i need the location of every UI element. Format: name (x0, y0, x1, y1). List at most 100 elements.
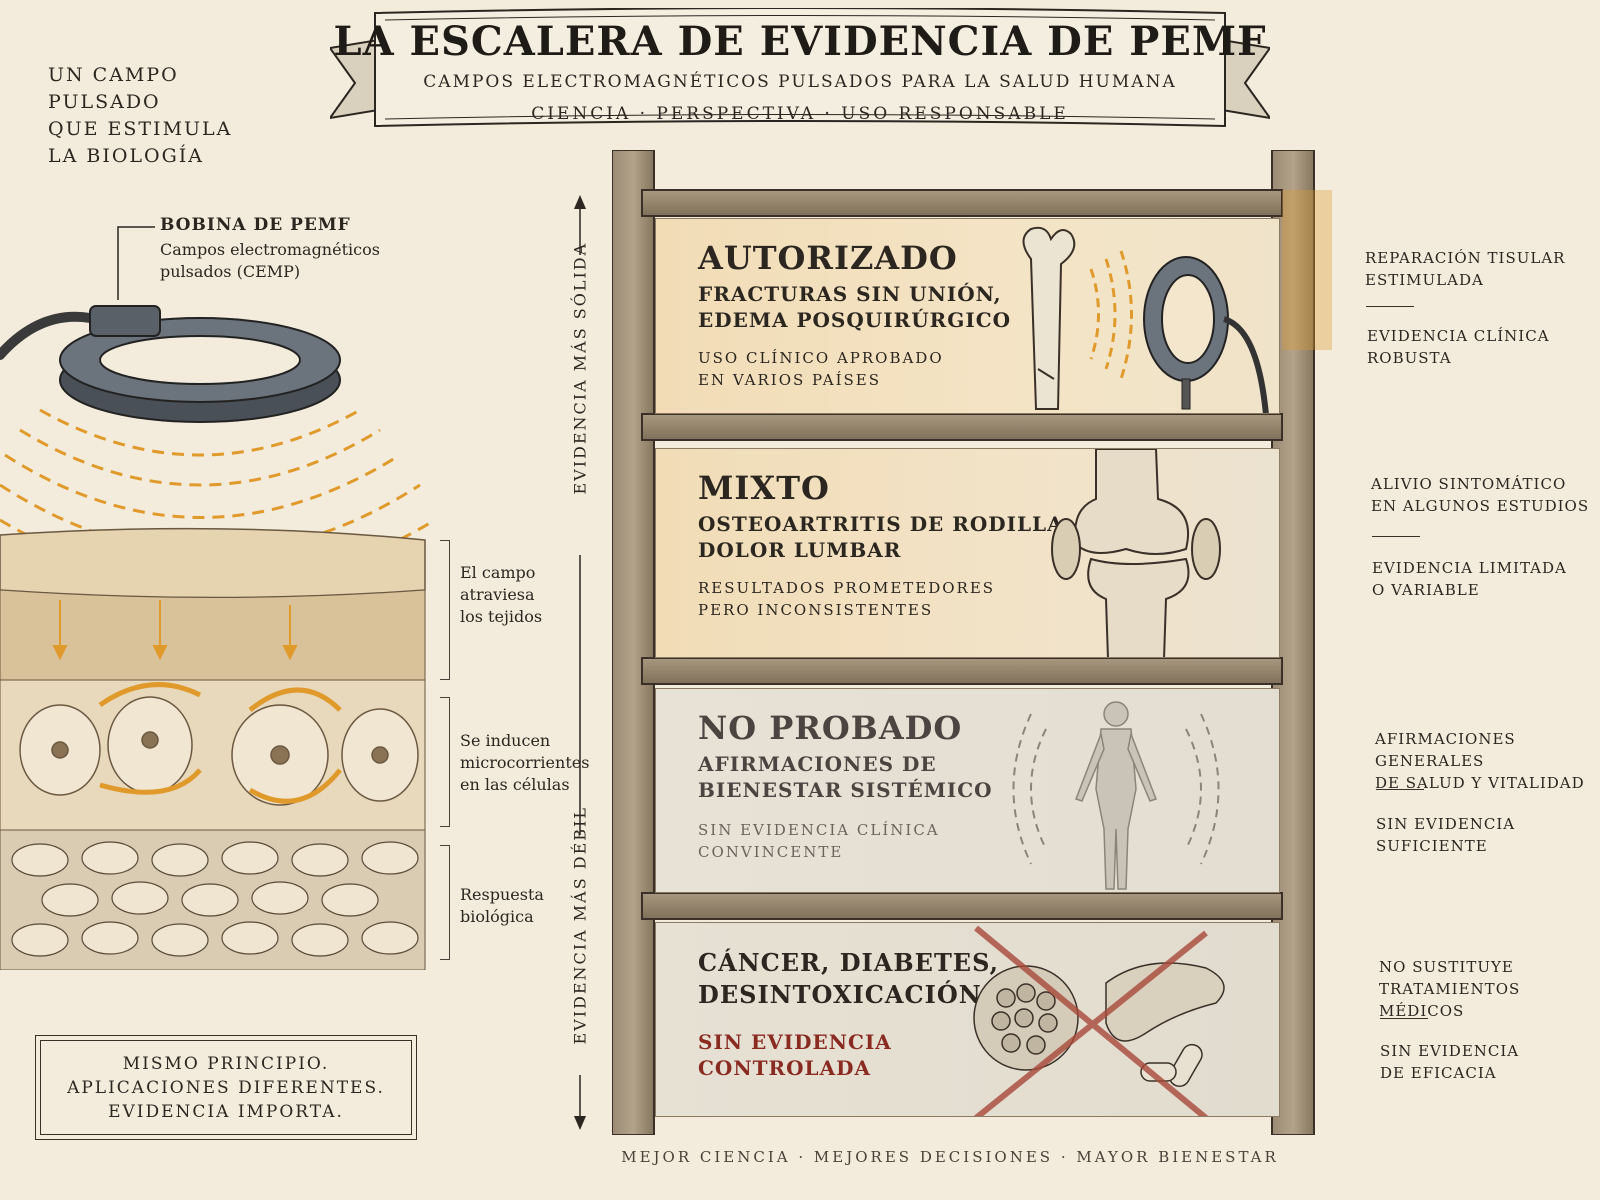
side-note-no-evidence-2: SIN EVIDENCIA DE EFICACIA (1380, 1040, 1600, 1084)
pemf-coil-icon (59, 305, 341, 423)
divider (1366, 306, 1414, 307)
side-note-unproven-1: AFIRMACIONES GENERALES DE SALUD Y VITALI… (1375, 728, 1595, 794)
bracket-response (440, 845, 450, 960)
intro-line: UN CAMPO (48, 64, 179, 86)
condition-line: OSTEOARTRITIS DE RODILLA, (698, 512, 1072, 536)
condition-line: AFIRMACIONES DE (698, 752, 937, 776)
divider (1376, 789, 1424, 790)
note-line: CONVINCENTE (698, 843, 844, 861)
coil-subtitle: Campos electromagnéticos pulsados (CEMP) (160, 239, 420, 283)
bone-coil-illustration (1022, 226, 1269, 413)
rung-conditions: CÁNCER, DIABETES, DESINTOXICACIÓN (698, 947, 999, 1011)
tissue-layer-icon (0, 589, 426, 681)
aura-waves-icon (1012, 713, 1220, 865)
condition-line: EDEMA POSQUIRÚRGICO (698, 308, 1012, 332)
leader-line-icon (117, 226, 155, 300)
rung-note: SIN EVIDENCIA CLÍNICA CONVINCENTE (698, 819, 940, 863)
note-line: SIN EVIDENCIA (698, 1030, 892, 1054)
side-note-line: EN ALGUNOS ESTUDIOS (1371, 497, 1590, 515)
note-line: EN VARIOS PAÍSES (698, 371, 882, 389)
side-note-line: SUFICIENTE (1376, 837, 1488, 855)
coil-tissue-illustration (0, 226, 436, 970)
skin-layer-icon (0, 527, 426, 599)
condition-line: FRACTURAS SIN UNIÓN, (698, 282, 1002, 306)
side-note-line: DE SALUD Y VITALIDAD (1375, 774, 1585, 792)
intro-line: PULSADO (48, 91, 161, 113)
intro-line: LA BIOLOGÍA (48, 145, 205, 167)
intro-line: QUE ESTIMULA (48, 118, 233, 140)
side-note-line: SIN EVIDENCIA (1376, 815, 1516, 833)
note-line: RESULTADOS PROMETEDORES (698, 579, 996, 597)
knee-illustration (1051, 449, 1221, 657)
side-note-authorized-1: REPARACIÓN TISULAR ESTIMULADA (1365, 247, 1585, 291)
side-note-line: EVIDENCIA LIMITADA (1372, 559, 1567, 577)
side-note-mixed-1: ALIVIO SINTOMÁTICO EN ALGUNOS ESTUDIOS (1371, 473, 1591, 517)
pemf-ring-icon (1143, 256, 1269, 413)
side-note-line: O VARIABLE (1372, 581, 1480, 599)
intro-text: UN CAMPO PULSADO QUE ESTIMULA LA BIOLOGÍ… (48, 62, 308, 170)
condition-line: CÁNCER, DIABETES, (698, 948, 999, 977)
note-biological-response: Respuesta biológica (460, 884, 610, 928)
side-note-line: ROBUSTA (1367, 349, 1452, 367)
coil-subtitle-line: pulsados (CEMP) (160, 262, 301, 281)
side-note-line: AFIRMACIONES GENERALES (1375, 730, 1516, 770)
coil-subtitle-line: Campos electromagnéticos (160, 240, 380, 259)
rung-conditions: AFIRMACIONES DE BIENESTAR SISTÉMICO (698, 751, 993, 803)
ladder-glow (1282, 190, 1332, 350)
cross-out-icon (974, 925, 1208, 1116)
note-line: USO CLÍNICO APROBADO (698, 349, 944, 367)
motto-line: EVIDENCIA IMPORTA. (108, 1102, 344, 1122)
rung-note: USO CLÍNICO APROBADO EN VARIOS PAÍSES (698, 347, 944, 391)
human-figure-illustration (1012, 701, 1220, 890)
side-note-line: DE EFICACIA (1380, 1064, 1497, 1082)
ladder-rung-1 (641, 413, 1283, 441)
axis-bottom-label: EVIDENCIA MÁS DÉBIL (570, 806, 590, 1045)
axis-top-label: EVIDENCIA MÁS SÓLIDA (570, 241, 590, 495)
note-field-crosses: El campo atraviesa los tejidos (460, 562, 610, 628)
coil-title: BOBINA DE PEMF (160, 215, 351, 235)
side-note-line: SIN EVIDENCIA (1380, 1042, 1520, 1060)
page-title: LA ESCALERA DE EVIDENCIA DE PEMF (333, 18, 1267, 65)
side-note-line: TRATAMIENTOS MÉDICOS (1379, 980, 1521, 1020)
side-note-authorized-2: EVIDENCIA CLÍNICA ROBUSTA (1367, 325, 1587, 369)
note-microcurrents: Se inducen microcorrientes en las célula… (460, 730, 610, 796)
note-line: Respuesta (460, 885, 544, 904)
motto-box: MISMO PRINCIPIO. APLICACIONES DIFERENTES… (35, 1035, 417, 1140)
tumor-icon (973, 965, 1079, 1071)
note-line: PERO INCONSISTENTES (698, 601, 934, 619)
rung-authorized: AUTORIZADO FRACTURAS SIN UNIÓN, EDEMA PO… (655, 218, 1280, 414)
side-note-line: REPARACIÓN TISULAR (1365, 249, 1566, 267)
rung-name: NO PROBADO (698, 709, 963, 747)
motto-line: MISMO PRINCIPIO. (122, 1054, 330, 1074)
note-line: atraviesa (460, 585, 535, 604)
disease-illustration (973, 925, 1225, 1116)
microcurrent-arrows-icon (98, 682, 342, 804)
divider (1372, 536, 1420, 537)
pills-icon (1140, 1043, 1203, 1088)
ladder-rung-3 (641, 892, 1283, 920)
note-line: en las células (460, 775, 570, 794)
side-note-mixed-2: EVIDENCIA LIMITADA O VARIABLE (1372, 557, 1592, 601)
side-note-no-evidence-1: NO SUSTITUYE TRATAMIENTOS MÉDICOS (1379, 956, 1599, 1022)
page-tagline: CIENCIA · PERSPECTIVA · USO RESPONSABLE (531, 104, 1069, 124)
note-line: Se inducen (460, 731, 551, 750)
rung-conditions: OSTEOARTRITIS DE RODILLA, DOLOR LUMBAR (698, 511, 1072, 563)
side-note-line: NO SUSTITUYE (1379, 958, 1514, 976)
condition-line: BIENESTAR SISTÉMICO (698, 778, 993, 802)
motto-line: APLICACIONES DIFERENTES. (67, 1078, 385, 1098)
note-line: El campo (460, 563, 536, 582)
note-line: CONTROLADA (698, 1056, 871, 1080)
rung-note: RESULTADOS PROMETEDORES PERO INCONSISTEN… (698, 577, 995, 621)
rung-no-evidence: CÁNCER, DIABETES, DESINTOXICACIÓN SIN EV… (655, 922, 1280, 1117)
rung-unproven: NO PROBADO AFIRMACIONES DE BIENESTAR SIS… (655, 688, 1280, 893)
page-subtitle: CAMPOS ELECTROMAGNÉTICOS PULSADOS PARA L… (423, 72, 1177, 92)
note-line: microcorrientes (460, 753, 590, 772)
side-note-line: ALIVIO SINTOMÁTICO (1371, 475, 1567, 493)
ladder-rung-2 (641, 657, 1283, 685)
note-line: SIN EVIDENCIA CLÍNICA (698, 821, 940, 839)
human-body-icon (1075, 701, 1157, 890)
coil-label: BOBINA DE PEMF Campos electromagnéticos … (160, 215, 420, 283)
side-note-unproven-2: SIN EVIDENCIA SUFICIENTE (1376, 813, 1596, 857)
note-line: biológica (460, 907, 534, 926)
pancreas-icon (1105, 962, 1225, 1042)
